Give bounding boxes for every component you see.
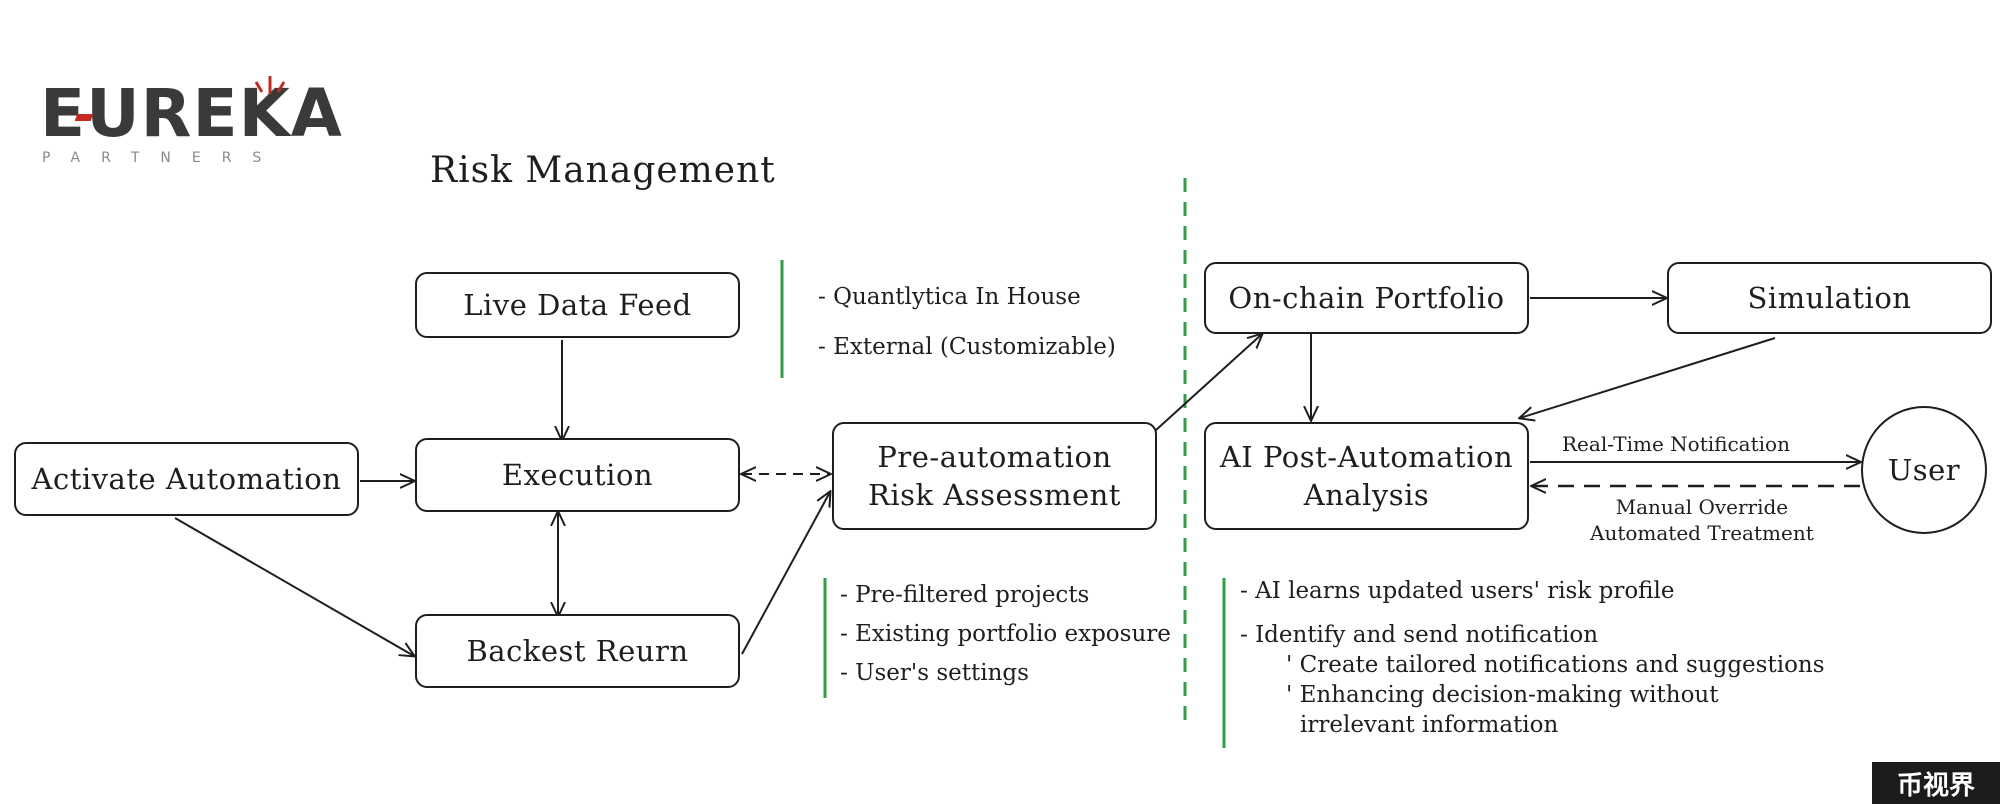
node-label-line-2: Analysis (1303, 478, 1430, 512)
edge-backest-preauto (741, 492, 830, 655)
note-line: - Quantlytica In House (818, 284, 1081, 310)
node-pre-automation-risk-assessment: Pre-automation Risk Assessment (832, 422, 1157, 530)
logo-subtitle: PARTNERS (42, 150, 283, 166)
note-line: ' Enhancing decision-making without (1286, 682, 1719, 708)
edge-simulation-aipost (1520, 337, 1776, 418)
node-label: Execution (501, 458, 654, 492)
note-line: - Pre-filtered projects (840, 582, 1090, 608)
node-user: User (1861, 406, 1987, 534)
notes-ai-analysis: - AI learns updated users' risk profile … (1240, 576, 1825, 740)
edge-preauto-onchain (1155, 334, 1262, 431)
node-label: Simulation (1747, 281, 1912, 315)
note-line: - User's settings (840, 660, 1029, 686)
note-line: - AI learns updated users' risk profile (1240, 578, 1675, 604)
edge-activate-backest (174, 517, 414, 656)
node-ai-post-automation-analysis: AI Post-Automation Analysis (1204, 422, 1529, 530)
edge-label-line-1: Manual Override (1615, 495, 1789, 519)
watermark: 币视界 (1872, 762, 2000, 804)
note-line: - Existing portfolio exposure (840, 621, 1171, 647)
node-activate-automation: Activate Automation (14, 442, 359, 516)
eureka-partners-logo: EUREKA PARTNERS (40, 76, 342, 178)
node-label-line-1: Pre-automation (877, 440, 1112, 474)
node-live-data-feed: Live Data Feed (415, 272, 740, 338)
diagram-title: Risk Management (430, 150, 776, 191)
node-label: Backest Reurn (466, 634, 689, 668)
node-simulation: Simulation (1667, 262, 1992, 334)
edge-label-real-time-notification: Real-Time Notification (1562, 432, 1790, 456)
notes-pre-assessment: - Pre-filtered projects - Existing portf… (840, 576, 1171, 693)
node-label: On-chain Portfolio (1228, 281, 1505, 315)
note-line: - External (Customizable) (818, 334, 1116, 360)
logo-spark-icon (254, 76, 286, 94)
node-label: Activate Automation (31, 462, 342, 496)
node-label: User (1887, 453, 1961, 487)
note-line: ' Create tailored notifications and sugg… (1286, 652, 1825, 678)
node-label-line-2: Risk Assessment (868, 478, 1121, 512)
node-execution: Execution (415, 438, 740, 512)
edge-label-manual-override: Manual Override Automated Treatment (1590, 494, 1814, 546)
node-backest-reurn: Backest Reurn (415, 614, 740, 688)
notes-data-sources: - Quantlytica In House - External (Custo… (818, 272, 1116, 372)
node-label-line-1: AI Post-Automation (1219, 440, 1514, 474)
node-onchain-portfolio: On-chain Portfolio (1204, 262, 1529, 334)
edge-label-line-2: Automated Treatment (1590, 521, 1814, 545)
node-label: Live Data Feed (463, 288, 692, 322)
note-line: irrelevant information (1300, 712, 1559, 738)
logo-wordmark: EUREKA (40, 75, 343, 152)
note-line: - Identify and send notification (1240, 622, 1599, 648)
